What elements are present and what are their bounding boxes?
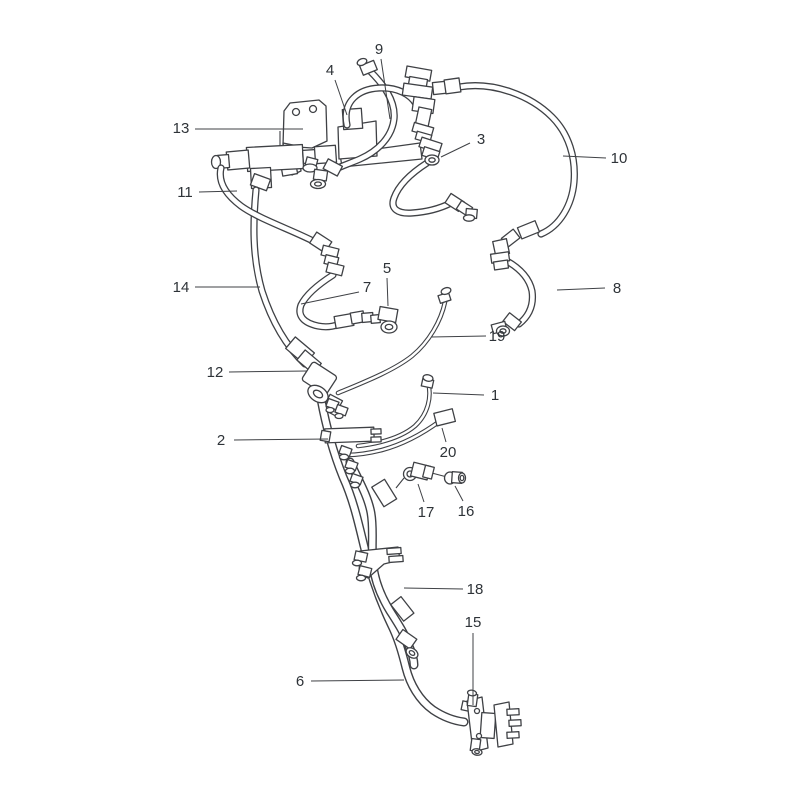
tube-18-bracket <box>351 546 404 582</box>
leader-line-10 <box>562 155 607 159</box>
part-number-20: 20 <box>440 444 457 461</box>
part-number-17: 17 <box>418 504 435 521</box>
hose-9-end-fitting <box>309 158 344 190</box>
leader-line-9 <box>380 58 391 120</box>
leader-line-12 <box>228 370 308 373</box>
leader-line-17 <box>417 483 425 503</box>
part-number-1: 1 <box>491 387 499 404</box>
hose-11-end-elbow <box>308 231 345 277</box>
part-number-2: 2 <box>217 432 225 449</box>
manifold-block <box>337 107 423 168</box>
leader-line-18 <box>403 587 464 590</box>
junction-rail-2 <box>319 397 382 489</box>
hose-1-cap <box>420 374 435 389</box>
hose-7 <box>296 271 347 331</box>
leader-line-1 <box>432 392 485 396</box>
part-number-7: 7 <box>363 279 371 296</box>
part-number-14: 14 <box>173 279 190 296</box>
leader-line-19 <box>430 335 487 338</box>
leader-line-20 <box>441 427 447 443</box>
leader-line-6 <box>310 679 405 682</box>
hose-19 <box>335 299 448 396</box>
leader-line-8 <box>556 287 606 291</box>
hose-7-end-coupling <box>333 310 381 330</box>
hose-20-coupling <box>433 408 457 427</box>
tee-fitting <box>356 57 462 144</box>
elbow-fitting-hose-8-top <box>489 228 521 271</box>
part-number-6: 6 <box>296 673 304 690</box>
elbow-fitting-5 <box>377 305 399 334</box>
elbow-fitting-17 <box>395 461 448 489</box>
hose-10 <box>455 82 578 238</box>
part-number-11: 11 <box>177 184 193 201</box>
leader-line-4 <box>334 79 348 116</box>
hose-8-end-fitting <box>490 312 523 337</box>
hose-3-end-fitting <box>444 192 478 222</box>
leader-line-11 <box>198 190 238 193</box>
leader-line-3 <box>440 142 471 158</box>
part-number-5: 5 <box>383 260 391 277</box>
hose-20 <box>344 418 443 458</box>
part-number-12: 12 <box>207 364 224 381</box>
part-number-16: 16 <box>458 503 475 520</box>
hose-9 <box>330 67 398 174</box>
part-number-13: 13 <box>173 120 190 137</box>
plug-fitting-16 <box>443 471 467 485</box>
part-number-4: 4 <box>326 62 334 79</box>
tube-18-couplings <box>371 478 419 659</box>
hose-11 <box>216 164 319 246</box>
part-number-8: 8 <box>613 280 621 297</box>
part-number-9: 9 <box>375 41 383 58</box>
hose-10-end-coupling <box>516 220 541 240</box>
leader-line-2 <box>233 438 329 441</box>
part-number-18: 18 <box>467 581 484 598</box>
valve-body <box>210 143 338 192</box>
elbow-fitting-3 <box>418 136 443 166</box>
part-number-10: 10 <box>611 150 628 167</box>
part-number-19: 19 <box>489 328 506 345</box>
leader-line-16 <box>454 485 464 502</box>
hose-8 <box>501 256 537 328</box>
flange-fitting-15 <box>460 689 522 756</box>
hose-19-cap <box>437 286 452 304</box>
leader-line-7 <box>300 291 360 305</box>
hose-3-loop <box>389 159 455 217</box>
leader-line-5 <box>386 277 389 307</box>
part-number-15: 15 <box>465 614 482 631</box>
part-number-3: 3 <box>477 131 485 148</box>
